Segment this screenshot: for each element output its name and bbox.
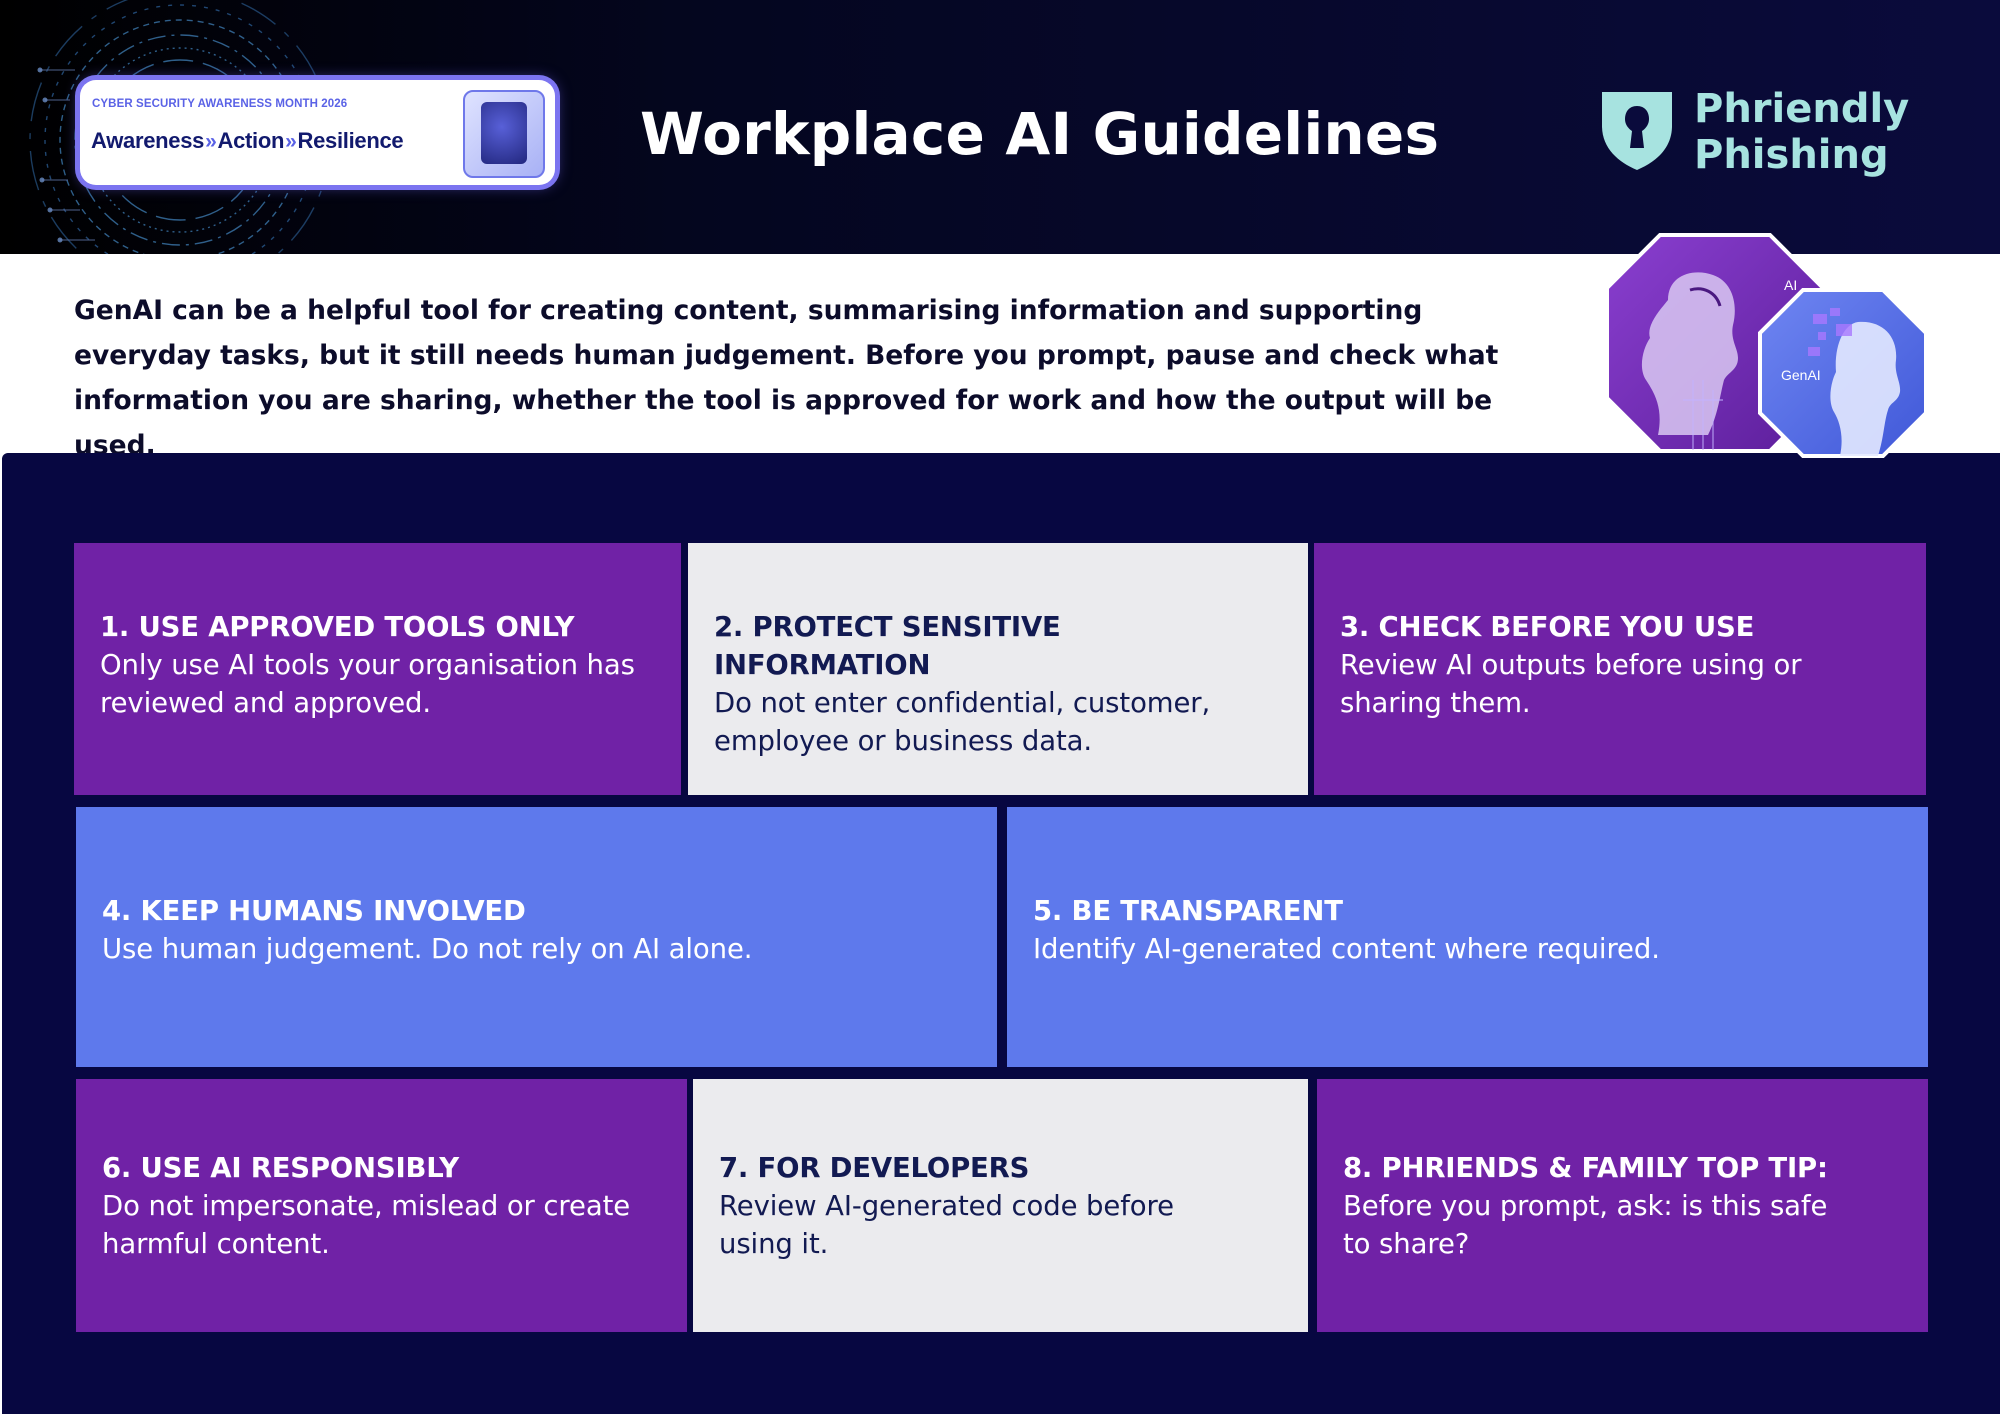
- guideline-card-1: 1. USE APPROVED TOOLS ONLY Only use AI t…: [74, 543, 681, 795]
- guideline-text: Do not enter confidential, customer, emp…: [714, 687, 1211, 757]
- header-banner: CYBER SECURITY AWARENESS MONTH 2026 Awar…: [0, 0, 2000, 254]
- intro-paragraph: GenAI can be a helpful tool for creating…: [74, 295, 1499, 461]
- badge-word-resilience: Resilience: [297, 128, 404, 153]
- awareness-month-badge: CYBER SECURITY AWARENESS MONTH 2026 Awar…: [80, 80, 555, 185]
- ai-label: AI: [1784, 277, 1797, 293]
- double-chevron-icon: »: [205, 130, 217, 153]
- guideline-text: Only use AI tools your organisation has …: [100, 649, 635, 719]
- guideline-card-3: 3. CHECK BEFORE YOU USE Review AI output…: [1314, 543, 1926, 795]
- guideline-text: Review AI outputs before using or sharin…: [1340, 649, 1802, 719]
- badge-word-action: Action: [217, 128, 285, 153]
- guideline-heading: 5. BE TRANSPARENT: [1033, 895, 1343, 927]
- guideline-text: Use human judgement. Do not rely on AI a…: [102, 933, 753, 965]
- guideline-card-7: 7. FOR DEVELOPERS Review AI-generated co…: [693, 1079, 1308, 1332]
- guideline-heading: 7. FOR DEVELOPERS: [719, 1152, 1030, 1184]
- guideline-card-5: 5. BE TRANSPARENT Identify AI-generated …: [1007, 807, 1928, 1067]
- shield-icon: [1602, 92, 1672, 170]
- genai-label: GenAI: [1781, 367, 1821, 383]
- guideline-heading: 2. PROTECT SENSITIVE INFORMATION: [714, 611, 1061, 681]
- guideline-heading: 6. USE AI RESPONSIBLY: [102, 1152, 460, 1184]
- genai-head-icon: [1808, 308, 1901, 456]
- guideline-card-4: 4. KEEP HUMANS INVOLVED Use human judgem…: [76, 807, 997, 1067]
- ai-heads-illustration: AI GenAI: [1605, 233, 1928, 458]
- guideline-text: Review AI-generated code before using it…: [719, 1190, 1174, 1260]
- badge-word-awareness: Awareness: [91, 128, 205, 153]
- page-title: Workplace AI Guidelines: [640, 100, 1440, 168]
- brand-name-line2: Phishing: [1694, 132, 1889, 178]
- guideline-heading: 1. USE APPROVED TOOLS ONLY: [100, 611, 575, 643]
- guideline-heading: 8. PHRIENDS & FAMILY TOP TIP:: [1343, 1152, 1828, 1184]
- brand-name: Phriendly Phishing: [1694, 86, 1909, 178]
- guideline-heading: 4. KEEP HUMANS INVOLVED: [102, 895, 526, 927]
- guideline-text: Before you prompt, ask: is this safe to …: [1343, 1190, 1828, 1260]
- guideline-card-8: 8. PHRIENDS & FAMILY TOP TIP: Before you…: [1317, 1079, 1928, 1332]
- guideline-card-2: 2. PROTECT SENSITIVE INFORMATION Do not …: [688, 543, 1308, 795]
- brand-name-line1: Phriendly: [1694, 86, 1910, 132]
- guideline-text: Do not impersonate, mislead or create ha…: [102, 1190, 631, 1260]
- brand-logo: Phriendly Phishing: [1598, 86, 1909, 181]
- phone-shield-icon: [463, 90, 545, 178]
- ai-head-icon: [1641, 272, 1738, 450]
- double-chevron-icon: »: [285, 130, 297, 153]
- guideline-text: Identify AI-generated content where requ…: [1033, 933, 1660, 965]
- badge-slogan: Awareness»Action»Resilience: [91, 128, 404, 154]
- badge-subtitle: CYBER SECURITY AWARENESS MONTH 2026: [92, 98, 348, 110]
- guideline-card-6: 6. USE AI RESPONSIBLY Do not impersonate…: [76, 1079, 687, 1332]
- guideline-heading: 3. CHECK BEFORE YOU USE: [1340, 611, 1755, 643]
